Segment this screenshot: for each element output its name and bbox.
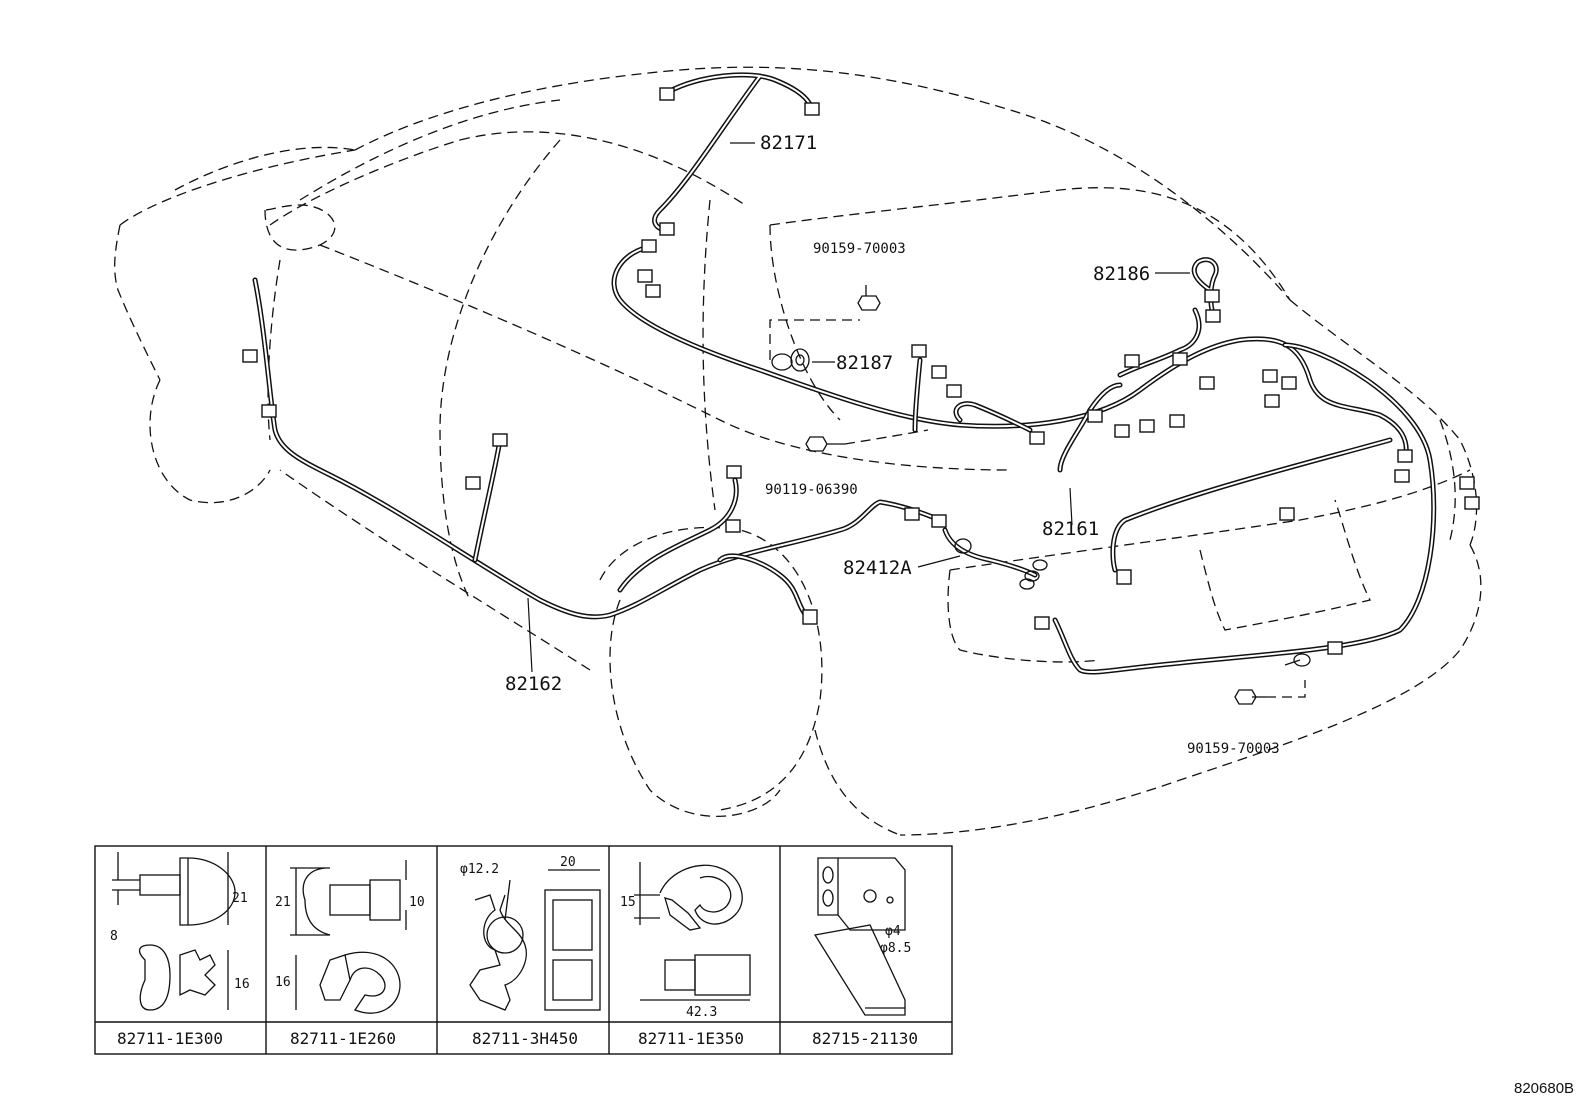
dim-16: 16 [234,977,250,992]
bolt-90119 [805,436,845,452]
clip-cell-5: φ4 φ8.5 82715-21130 [812,857,918,1048]
connector [1205,309,1221,323]
bolt-top [857,285,881,311]
dim-8: 8 [110,929,118,944]
connector [1204,289,1220,303]
connector [1281,376,1297,390]
connector [904,507,920,521]
connector [931,365,947,379]
label-82171: 82171 [760,132,817,154]
dim-15: 15 [620,895,636,910]
harness-82161 [611,239,1480,675]
connector [1034,616,1050,630]
dim-42-3: 42.3 [686,1005,717,1020]
label-82186: 82186 [1093,263,1150,285]
label-82187: 82187 [836,352,893,374]
label-82412A: 82412A [843,557,912,579]
clip-cell-2: 21 10 16 82711-1E260 [275,860,425,1048]
harness-82412A [942,527,1048,590]
connector [946,384,962,398]
dim-phi-4: φ4 [885,924,901,939]
connector [911,344,927,358]
label-82162: 82162 [505,673,562,695]
part-number: 82711-3H450 [472,1029,578,1048]
connector [725,519,741,533]
clip-cell-4: 15 42.3 82711-1E350 [620,862,751,1048]
connector [1262,369,1278,383]
connector [1327,641,1343,655]
connector [1264,394,1280,408]
clip-table [94,845,953,1055]
part-number: 82711-1E350 [638,1029,744,1048]
part-number: 82715-21130 [812,1029,918,1048]
connector [1172,352,1188,366]
label-90119-06390: 90119-06390 [765,482,858,498]
dim-10: 10 [409,895,425,910]
connector [641,239,657,253]
label-90159-70003-bottom: 90159-70003 [1187,741,1280,757]
connector [1124,354,1140,368]
label-90159-70003-top: 90159-70003 [813,241,906,257]
bolt-bottom [1234,653,1311,705]
dim-phi-12-2: φ12.2 [460,862,499,877]
harness-82162 [242,277,947,625]
connector [1029,431,1045,445]
connector [1169,414,1185,428]
car-body-outline [114,66,1482,836]
grommet-82187 [771,348,810,372]
connector [1397,449,1413,463]
connector [1199,376,1215,390]
connector [492,433,508,447]
connector [465,476,481,490]
dim-21: 21 [275,895,291,910]
connector [1394,469,1410,483]
connector [931,514,947,528]
dim-16: 16 [275,975,291,990]
label-82161: 82161 [1042,518,1099,540]
connector [659,222,675,236]
part-number: 82711-1E300 [117,1029,223,1048]
connector [242,349,258,363]
dim-21: 21 [232,891,248,906]
connector [659,87,675,101]
connector [1139,419,1155,433]
connector [1464,496,1480,510]
connector [802,609,818,625]
clip-cell-1: 21 8 16 82711-1E300 [110,852,250,1048]
connector [261,404,277,418]
connector [1459,476,1475,490]
harness-82171 [652,72,820,236]
connector [1087,409,1103,423]
connector [637,269,653,283]
dim-20: 20 [560,855,576,870]
connector [1116,569,1132,585]
connector [726,465,742,479]
harness-82186 [1191,257,1221,323]
part-number: 82711-1E260 [290,1029,396,1048]
connector [804,102,820,116]
connector [1114,424,1130,438]
drawing-reference: 820680B [1514,1080,1574,1097]
dim-phi-8-5: φ8.5 [880,941,911,956]
clip-cell-3: φ12.2 20 82711-3H450 [460,855,601,1048]
connector [1279,507,1295,521]
connector [645,284,661,298]
